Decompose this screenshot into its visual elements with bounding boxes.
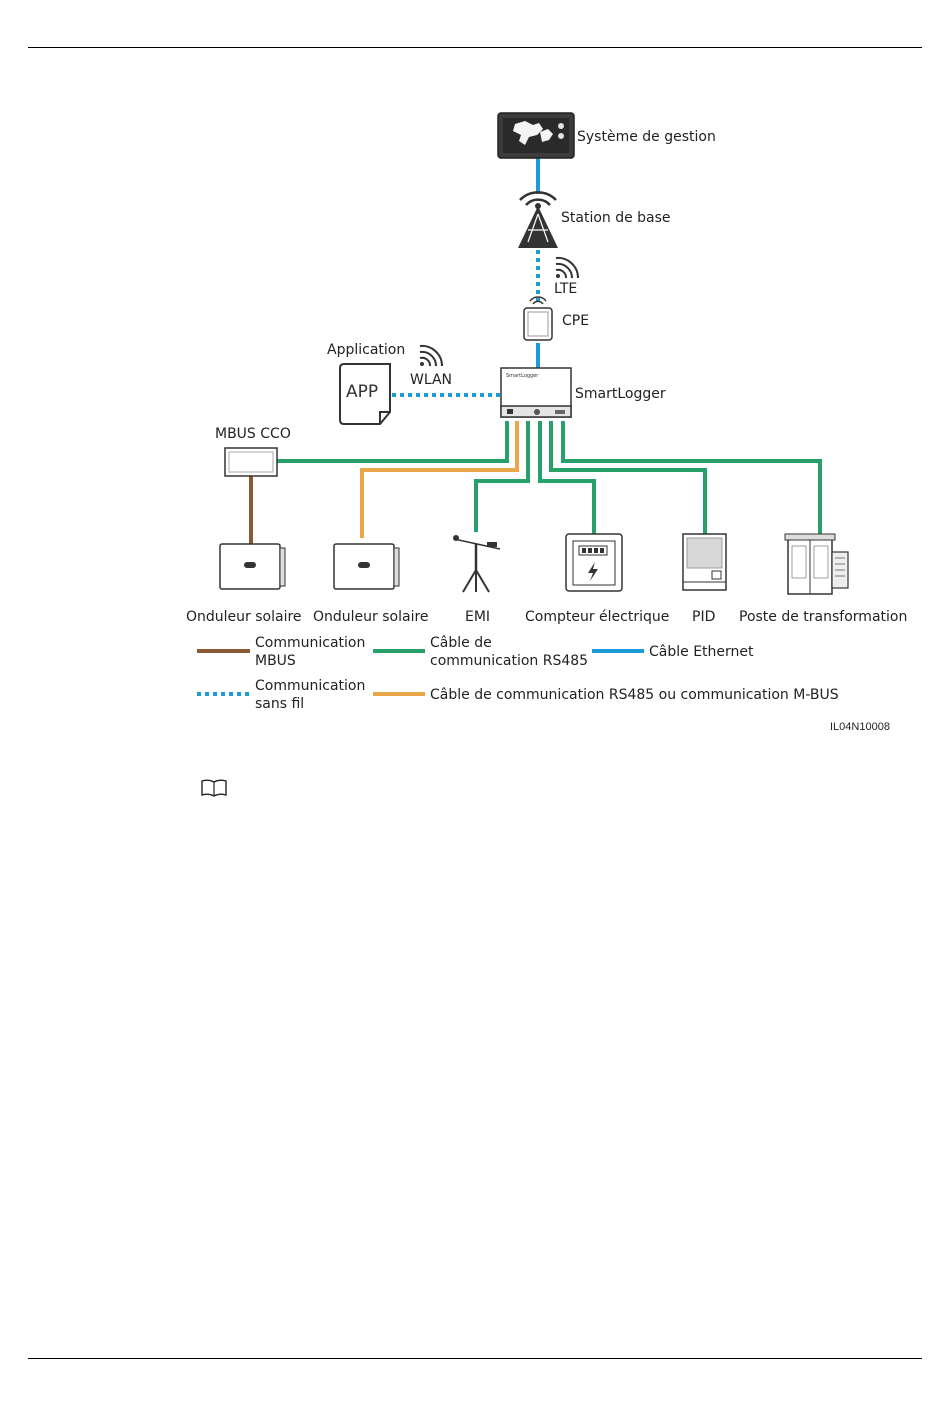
rs485-line-meter: [538, 421, 596, 534]
network-diagram: Système de gestion Station de base LTE C…: [186, 112, 907, 733]
legend-mbus-line1: Communication: [255, 635, 365, 651]
monitor-icon: [497, 112, 575, 159]
legend-ethernet: Câble Ethernet: [649, 644, 754, 660]
tower-icon: [518, 191, 558, 248]
app-icon-text: APP: [346, 382, 378, 402]
legend-wireless-line1: Communication: [255, 678, 365, 694]
meter-icon: [565, 533, 623, 592]
cpe-icon: [523, 296, 553, 341]
wifi-icon: [419, 344, 444, 367]
legend-rs485-or-mbus: Câble de communication RS485 ou communic…: [430, 687, 839, 703]
mbus-cco-icon: [224, 447, 278, 477]
rs485-or-mbus-line-inverter: [360, 421, 519, 538]
pid-label: PID: [692, 609, 715, 625]
smartlogger-icon: SmartLogger: [500, 367, 572, 418]
wifi-icon: [555, 256, 580, 279]
weather-station-icon: [453, 535, 501, 593]
inverter-icon: [333, 543, 400, 590]
legend: Communication MBUS Câble de communicatio…: [197, 635, 839, 712]
rs485-line-emi: [474, 421, 530, 532]
legend-rs485-line2: communication RS485: [430, 653, 588, 669]
meter-label: Compteur électrique: [525, 609, 669, 625]
application-label: Application: [327, 342, 405, 358]
rs485-line-mbus-cco: [276, 421, 509, 463]
lte-label: LTE: [554, 281, 577, 297]
legend-mbus-line2: MBUS: [255, 653, 296, 669]
inverter-icon: [219, 543, 286, 590]
legend-rs485-line1: Câble de: [430, 635, 492, 651]
rs485-line-transformer: [561, 421, 822, 534]
legend-wireless-line2: sans fil: [255, 696, 304, 712]
mbus-cco-label: MBUS CCO: [215, 426, 291, 442]
header-rule: [28, 47, 922, 48]
book-icon: [201, 779, 227, 797]
transformer-label: Poste de transformation: [739, 609, 907, 625]
smartlogger-label: SmartLogger: [575, 386, 666, 402]
inverter-2-label: Onduleur solaire: [313, 609, 429, 625]
wlan-label: WLAN: [410, 372, 452, 388]
base-station-label: Station de base: [561, 210, 671, 226]
footer-rule: [28, 1358, 922, 1359]
transformer-icon: [784, 533, 849, 595]
management-system-label: Système de gestion: [577, 129, 716, 145]
figure-code: IL04N10008: [830, 721, 890, 733]
cpe-label: CPE: [562, 313, 589, 329]
smartlogger-brand: SmartLogger: [506, 373, 539, 379]
pid-icon: [682, 533, 727, 591]
inverter-1-label: Onduleur solaire: [186, 609, 302, 625]
emi-label: EMI: [465, 609, 490, 625]
rs485-line-pid: [549, 421, 707, 534]
app-icon: APP: [339, 363, 391, 425]
